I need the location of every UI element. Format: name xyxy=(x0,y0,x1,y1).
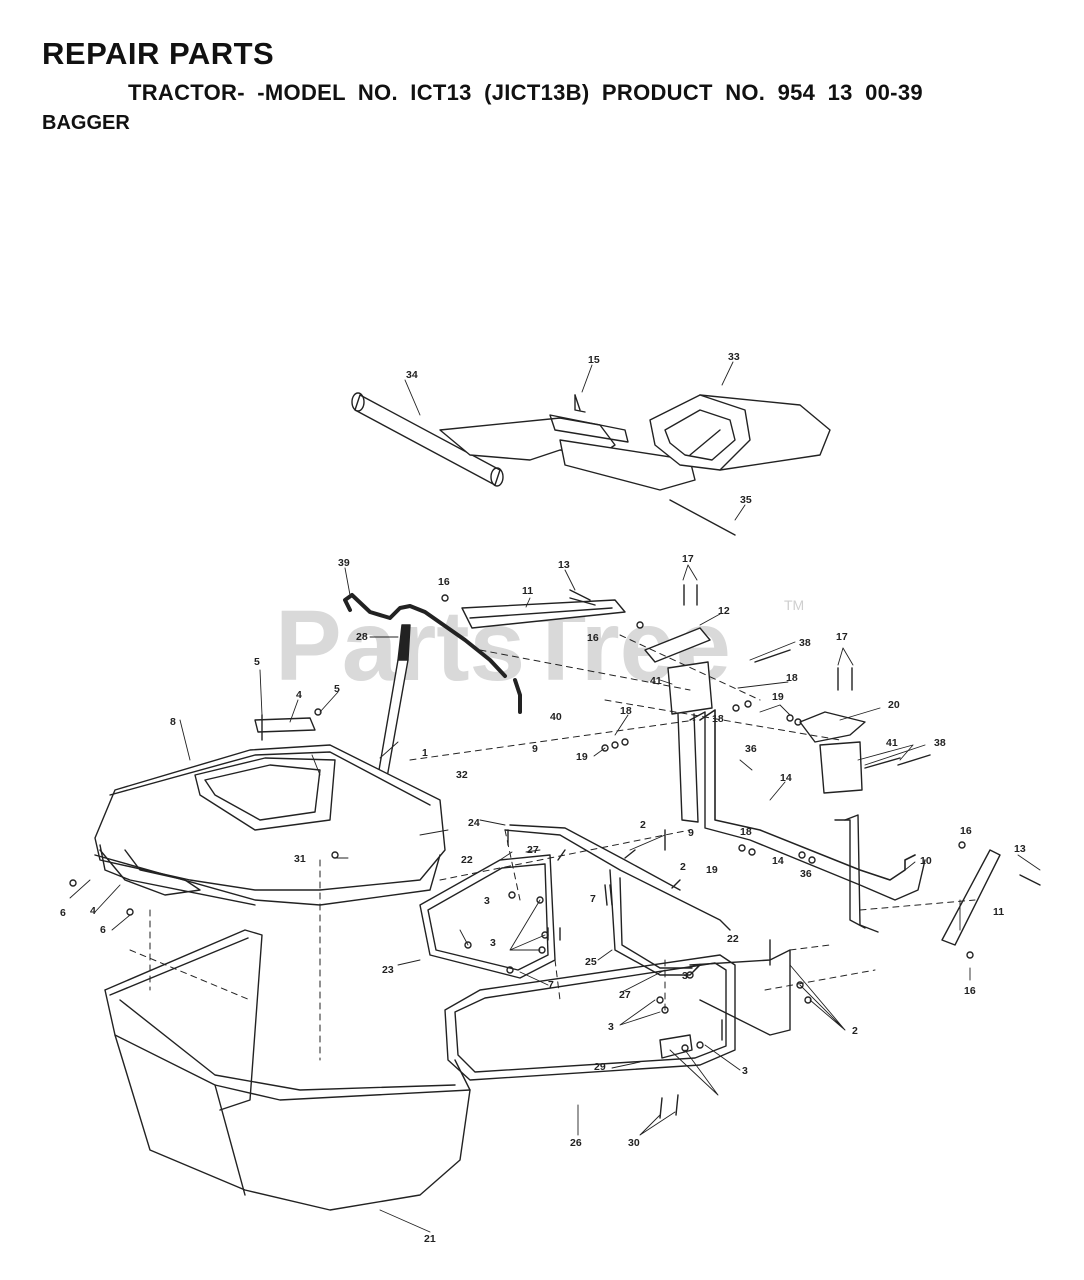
mounting-bracket-top xyxy=(461,589,626,629)
callout-label: 36 xyxy=(745,743,757,755)
callout-label: 40 xyxy=(550,711,562,723)
hardware-fasteners xyxy=(69,394,1041,1119)
callout-label: 39 xyxy=(338,557,350,569)
callout-label: 2 xyxy=(852,1025,858,1037)
mounting-bracket-right xyxy=(941,849,1001,946)
bag-cover xyxy=(94,717,446,906)
watermark-tm: TM xyxy=(784,597,804,613)
callout-label: 16 xyxy=(960,825,972,837)
callout-label: 6 xyxy=(60,907,66,919)
callout-label: 20 xyxy=(888,699,900,711)
callout-label: 6 xyxy=(100,924,106,936)
callout-label: 18 xyxy=(786,672,798,684)
callout-label: 41 xyxy=(886,737,898,749)
callout-label: 4 xyxy=(90,905,96,917)
callout-label: 26 xyxy=(570,1137,582,1149)
assembly-lines xyxy=(129,634,976,1061)
grass-bag xyxy=(104,929,471,1211)
callout-label: 1 xyxy=(422,747,428,759)
callout-label: 13 xyxy=(1014,843,1026,855)
callout-label: 31 xyxy=(294,853,306,865)
callout-label: 7 xyxy=(590,893,596,905)
callout-label: 22 xyxy=(727,933,739,945)
callout-label: 36 xyxy=(800,868,812,880)
callout-label: 21 xyxy=(424,1233,436,1245)
callout-label: 5 xyxy=(254,656,260,668)
callout-label: 13 xyxy=(558,559,570,571)
callout-label: 14 xyxy=(780,772,792,784)
callout-label: 14 xyxy=(772,855,784,867)
callout-label: 27 xyxy=(619,989,631,1001)
callout-label: 34 xyxy=(406,369,418,381)
callout-label: 24 xyxy=(468,817,480,829)
callout-label: 17 xyxy=(836,631,848,643)
callout-label: 16 xyxy=(438,576,450,588)
callout-label: 27 xyxy=(527,844,539,856)
callout-label: 18 xyxy=(740,826,752,838)
callout-label: 7 xyxy=(548,979,554,991)
callout-label: 38 xyxy=(934,737,946,749)
callout-label: 25 xyxy=(585,956,597,968)
callout-label: 16 xyxy=(587,632,599,644)
callout-label: 33 xyxy=(728,351,740,363)
section-name: BAGGER xyxy=(42,112,130,134)
latch-assembly xyxy=(644,627,863,823)
callout-label: 15 xyxy=(588,354,600,366)
callout-label: 3 xyxy=(742,1065,748,1077)
callout-label: 18 xyxy=(712,713,724,725)
callout-label: 3 xyxy=(608,1021,614,1033)
callout-label: 2 xyxy=(640,819,646,831)
callout-label: 3 xyxy=(484,895,490,907)
callout-label: 9 xyxy=(532,743,538,755)
callout-label: 32 xyxy=(456,769,468,781)
callout-label: 11 xyxy=(993,906,1004,918)
callout-label: 19 xyxy=(706,864,718,876)
callout-label: 19 xyxy=(772,691,784,703)
callout-label: 18 xyxy=(620,705,632,717)
deflector-chute-assembly xyxy=(351,392,831,536)
page-title: REPAIR PARTS xyxy=(42,36,275,71)
mounting-frame xyxy=(689,709,926,933)
callout-label: 3 xyxy=(490,937,496,949)
callout-label: 41 xyxy=(650,675,662,687)
callout-label: 16 xyxy=(964,985,976,997)
callout-label: 4 xyxy=(296,689,302,701)
callout-label: 9 xyxy=(688,827,694,839)
callout-label: 29 xyxy=(594,1061,606,1073)
callout-label: 8 xyxy=(170,716,176,728)
callout-label: 35 xyxy=(740,494,752,506)
callout-label: 2 xyxy=(680,861,686,873)
bag-frame-set xyxy=(419,824,791,1081)
callout-label: 3 xyxy=(682,970,688,982)
callout-label: 5 xyxy=(334,683,340,695)
callout-label: 19 xyxy=(576,751,588,763)
leader-lines xyxy=(69,361,1041,1233)
callout-label: 10 xyxy=(920,855,932,867)
callout-label: 22 xyxy=(461,854,473,866)
callout-label: 23 xyxy=(382,964,394,976)
callout-labels: 34 15 33 35 39 16 11 13 17 12 16 38 17 2… xyxy=(60,351,1026,1245)
callout-label: 28 xyxy=(356,631,368,643)
model-subtitle: TRACTOR- -MODEL NO. ICT13 (JICT13B) PROD… xyxy=(128,80,923,105)
callout-label: 12 xyxy=(718,605,730,617)
callout-label: 17 xyxy=(682,553,694,565)
callout-label: 11 xyxy=(522,585,533,597)
callout-label: 38 xyxy=(799,637,811,649)
callout-label: 30 xyxy=(628,1137,640,1149)
